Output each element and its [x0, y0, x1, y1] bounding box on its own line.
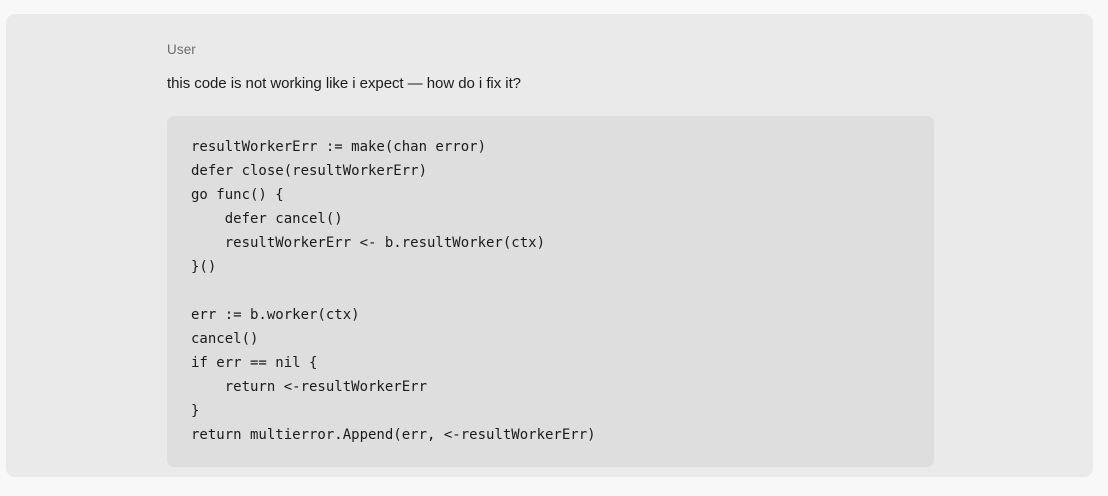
user-message-panel: User this code is not working like i exp… [6, 14, 1093, 477]
message-role-label: User [167, 42, 196, 57]
code-content: resultWorkerErr := make(chan error) defe… [191, 139, 596, 443]
message-text: this code is not working like i expect —… [167, 75, 521, 92]
message-body: User this code is not working like i exp… [167, 41, 1093, 467]
code-block: resultWorkerErr := make(chan error) defe… [167, 116, 934, 467]
